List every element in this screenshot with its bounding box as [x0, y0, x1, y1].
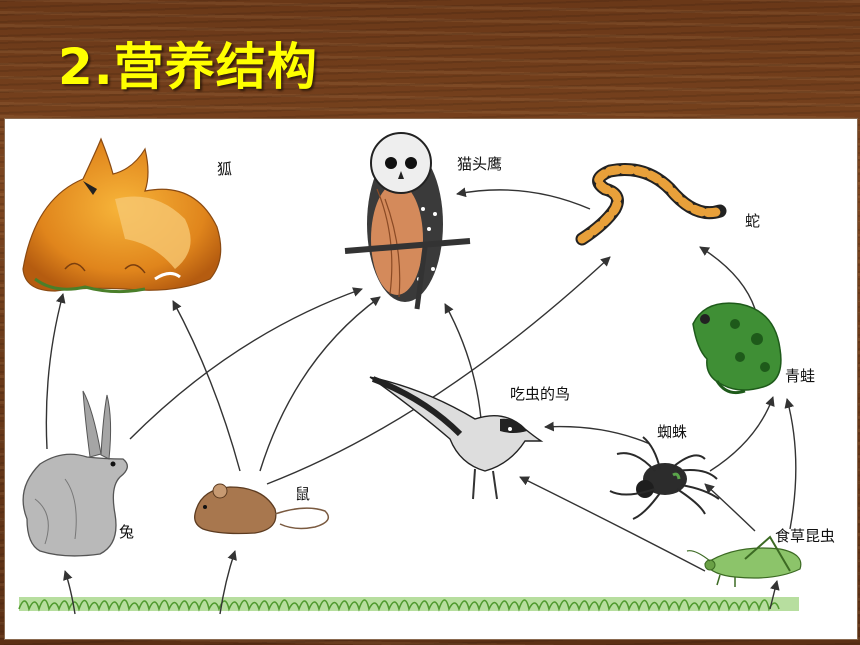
food-web-arrows	[45, 187, 797, 615]
label-frog: 青蛙	[785, 367, 815, 385]
arrow-rabbit-owl	[129, 287, 363, 440]
fox-illustration	[22, 137, 222, 294]
mouse-illustration	[194, 483, 330, 535]
label-mouse: 鼠	[295, 485, 310, 503]
arrow-mouse-snake	[266, 256, 611, 485]
grass	[18, 597, 799, 612]
food-web-diagram: 狐 猫头鹰 蛇 青蛙 吃虫的鸟 蜘蛛 食草昆虫 兔 鼠	[18, 132, 835, 615]
label-fox: 狐	[217, 160, 232, 178]
label-owl: 猫头鹰	[457, 155, 502, 173]
bird-illustration	[369, 376, 544, 500]
arrow-grass-insect	[769, 580, 780, 610]
arrow-frog-snake	[699, 246, 756, 310]
spider-illustration	[609, 436, 720, 520]
arrow-spider-bird	[544, 421, 651, 445]
arrow-insect-spider	[704, 483, 756, 532]
arrow-insect-frog	[784, 398, 797, 530]
arrow-mouse-fox	[172, 300, 241, 472]
label-insect: 食草昆虫	[775, 527, 835, 545]
arrow-mouse-owl	[259, 296, 381, 472]
food-web-panel: 狐 猫头鹰 蛇 青蛙 吃虫的鸟 蜘蛛 食草昆虫 兔 鼠	[4, 118, 858, 640]
label-spider: 蜘蛛	[657, 423, 687, 441]
arrow-bird-owl	[444, 303, 482, 420]
owl-illustration	[344, 132, 471, 310]
arrow-rabbit-fox	[45, 293, 66, 450]
slide-title: 2.营养结构	[58, 38, 318, 96]
frog-illustration	[692, 302, 782, 395]
snake-illustration	[575, 162, 727, 246]
arrow-snake-owl	[456, 187, 591, 210]
arrow-grass-rabbit	[63, 570, 76, 615]
arrow-insect-bird	[519, 476, 706, 572]
insect-illustration	[686, 535, 802, 587]
label-rabbit: 兔	[119, 523, 134, 541]
arrow-spider-frog	[709, 396, 775, 472]
rabbit-illustration	[22, 390, 128, 557]
label-snake: 蛇	[745, 212, 760, 230]
label-bird: 吃虫的鸟	[510, 385, 570, 403]
arrow-grass-mouse	[219, 550, 237, 615]
